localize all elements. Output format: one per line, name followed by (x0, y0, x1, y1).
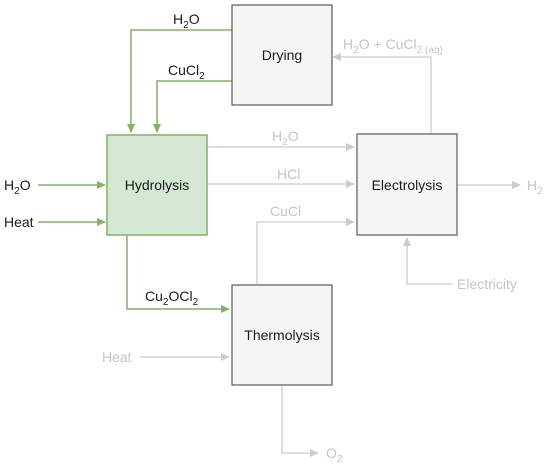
electrolysis-box (356, 133, 458, 236)
edge-cu2ocl2-to-thermolysis (126, 235, 230, 313)
label-electricity: Electricity (457, 276, 517, 292)
label-h2o-cucl2-aq: H2O + CuCl2 (aq) (343, 36, 443, 56)
label-cu2ocl2: Cu2OCl2 (145, 288, 199, 308)
drying-label: Drying (262, 47, 302, 63)
label-h2-output: H2 (527, 177, 543, 197)
hydrolysis-box (106, 134, 208, 236)
edge-cucl2-drying-to-hydrolysis (153, 80, 232, 133)
electrolysis-label: Electrolysis (372, 177, 443, 193)
edge-electricity-to-electrolysis (403, 237, 452, 285)
label-h2o-to-electrolysis: H2O (272, 128, 299, 148)
thermolysis-box (231, 284, 333, 386)
label-heat-input: Heat (4, 214, 34, 230)
edge-electrolysis-to-drying (332, 53, 432, 134)
label-h2o-drying: H2O (173, 11, 200, 31)
hydrolysis-label: Hydrolysis (125, 177, 190, 193)
drying-box (231, 4, 333, 106)
label-cucl: CuCl (270, 203, 301, 219)
label-cucl2-drying: CuCl2 (168, 62, 205, 82)
edge-h2o-drying-to-hydrolysis (127, 29, 232, 133)
label-o2-output: O2 (326, 445, 343, 465)
edge-o2-output (281, 385, 319, 457)
edge-cucl-to-electrolysis (256, 218, 355, 284)
label-h2o-input: H2O (4, 177, 31, 197)
thermolysis-label: Thermolysis (244, 327, 319, 343)
label-heat-thermolysis: Heat (102, 349, 132, 365)
label-hcl: HCl (277, 166, 300, 182)
